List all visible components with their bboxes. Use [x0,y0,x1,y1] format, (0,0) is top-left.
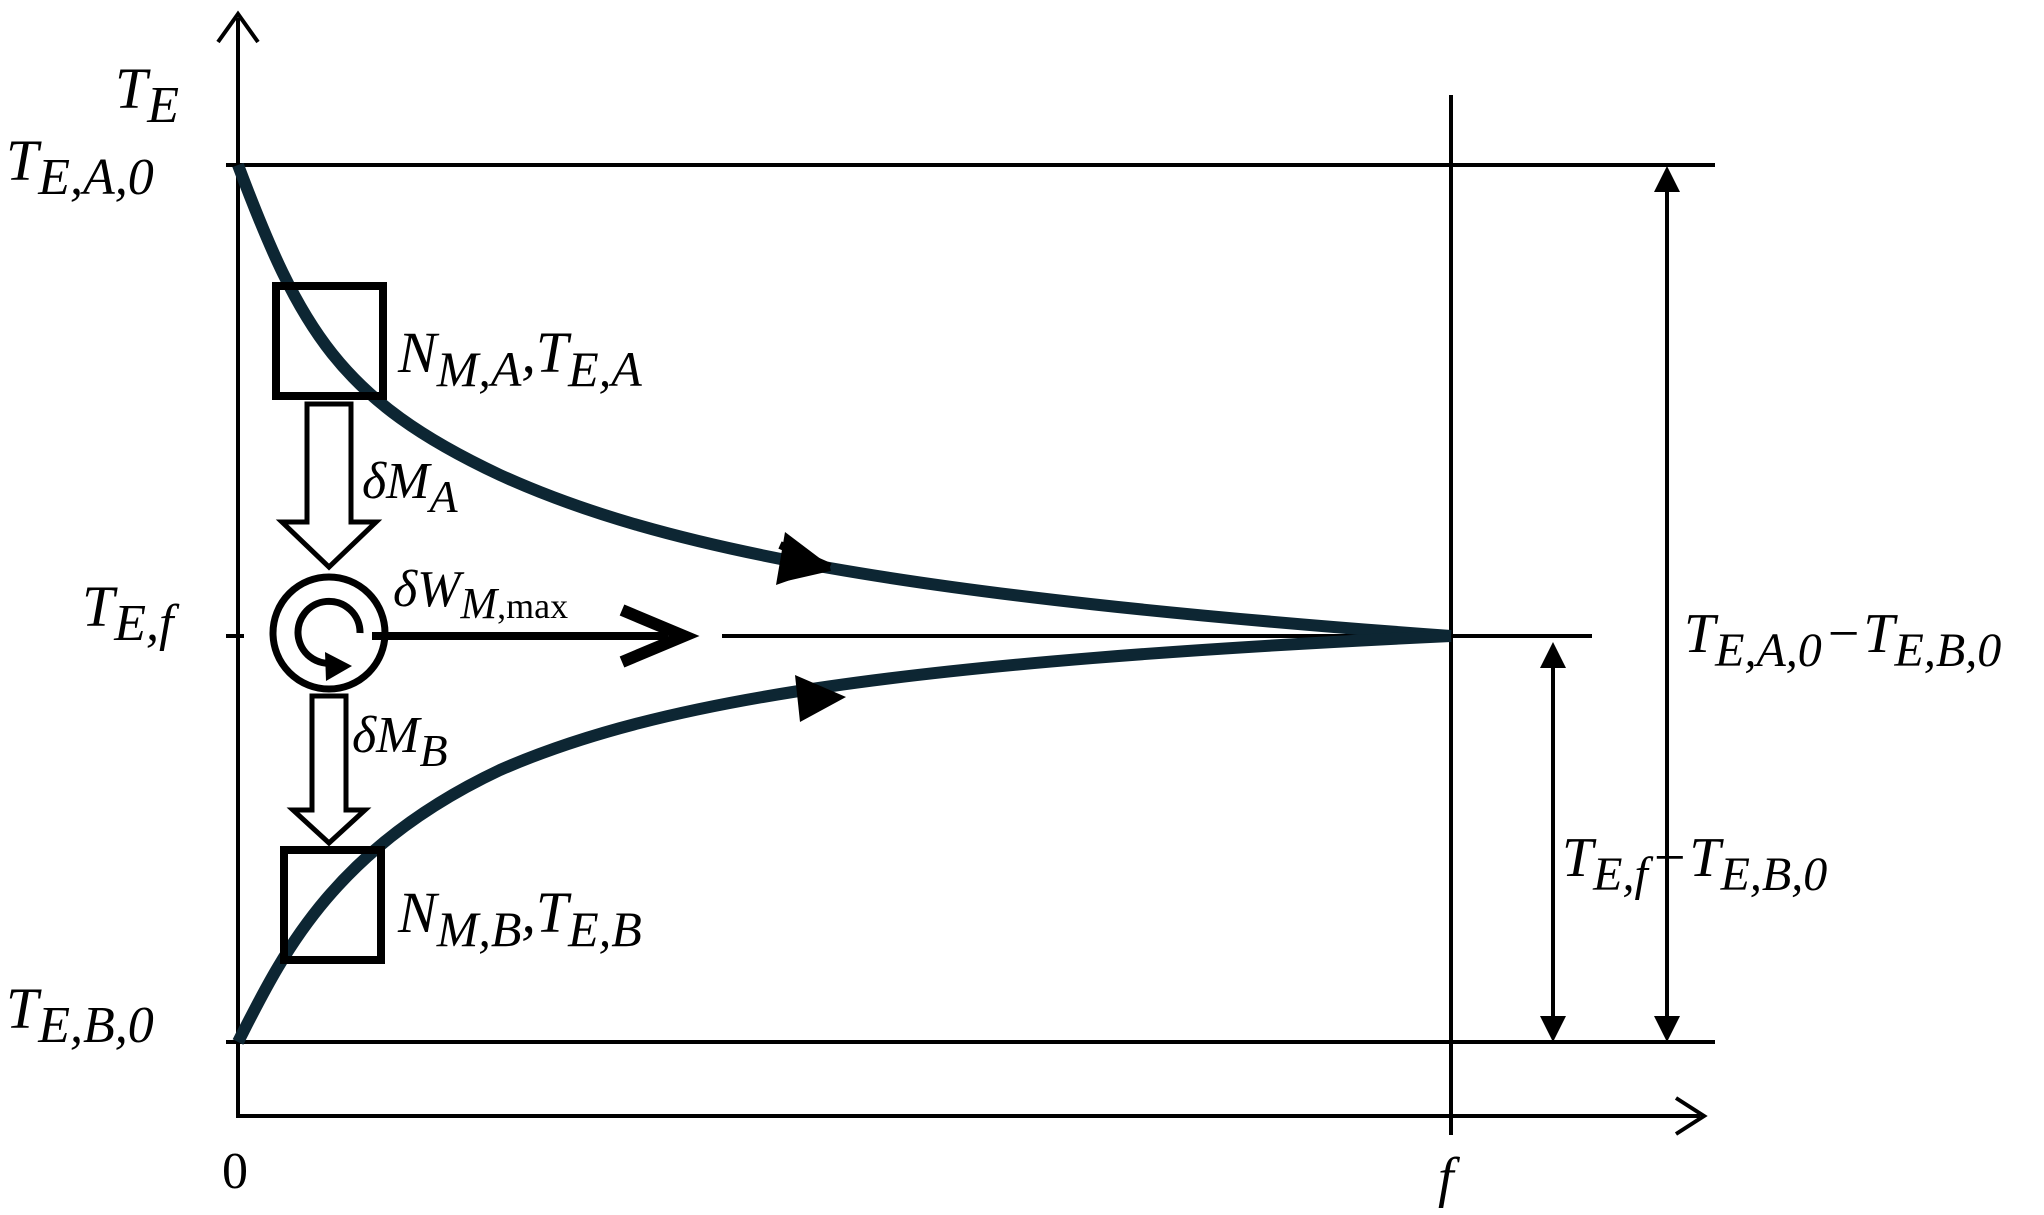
reservoir-a-label: NM,A,TE,A [397,320,642,397]
level-label-top: TE,A,0 [6,128,154,206]
difference-total-arrow-top [1654,166,1680,192]
difference-total-label: TE,A,0−TE,B,0 [1684,603,2001,677]
difference-partial-arrow-bottom [1540,1016,1566,1042]
level-label-mid: TE,f [82,574,180,652]
reservoir-a-box [272,282,387,400]
y-axis-label: TE [115,56,179,134]
heat-flow-b-arrow [286,693,372,847]
work-arrow-head [619,604,700,668]
curve-a-direction-arrowhead [776,532,830,585]
curve-b-direction-arrowhead [795,675,846,722]
difference-partial-label: TE,f−TE,B,0 [1562,827,1827,901]
x-origin-label: 0 [222,1143,248,1200]
reservoir-b-box [280,846,385,964]
heat-flow-b-label: δMB [352,707,448,776]
heat-flow-a-label: δMA [362,453,459,522]
y-axis-arrowhead [216,10,260,44]
work-label: δWM,max [393,561,568,628]
reservoir-b-label: NM,B,TE,B [397,880,642,957]
x-end-label: f [1438,1147,1461,1209]
difference-total-arrow-bottom [1654,1016,1680,1042]
engine-cycle-arrowhead [325,652,352,681]
heat-flow-a-arrow [275,401,383,571]
level-label-bottom: TE,B,0 [6,976,154,1054]
curve-a [232,162,1452,642]
engine-cycle-icon [294,597,364,667]
difference-partial-arrow-top [1540,642,1566,668]
x-axis-arrowhead [1674,1096,1708,1136]
curve-b [232,630,1452,1045]
